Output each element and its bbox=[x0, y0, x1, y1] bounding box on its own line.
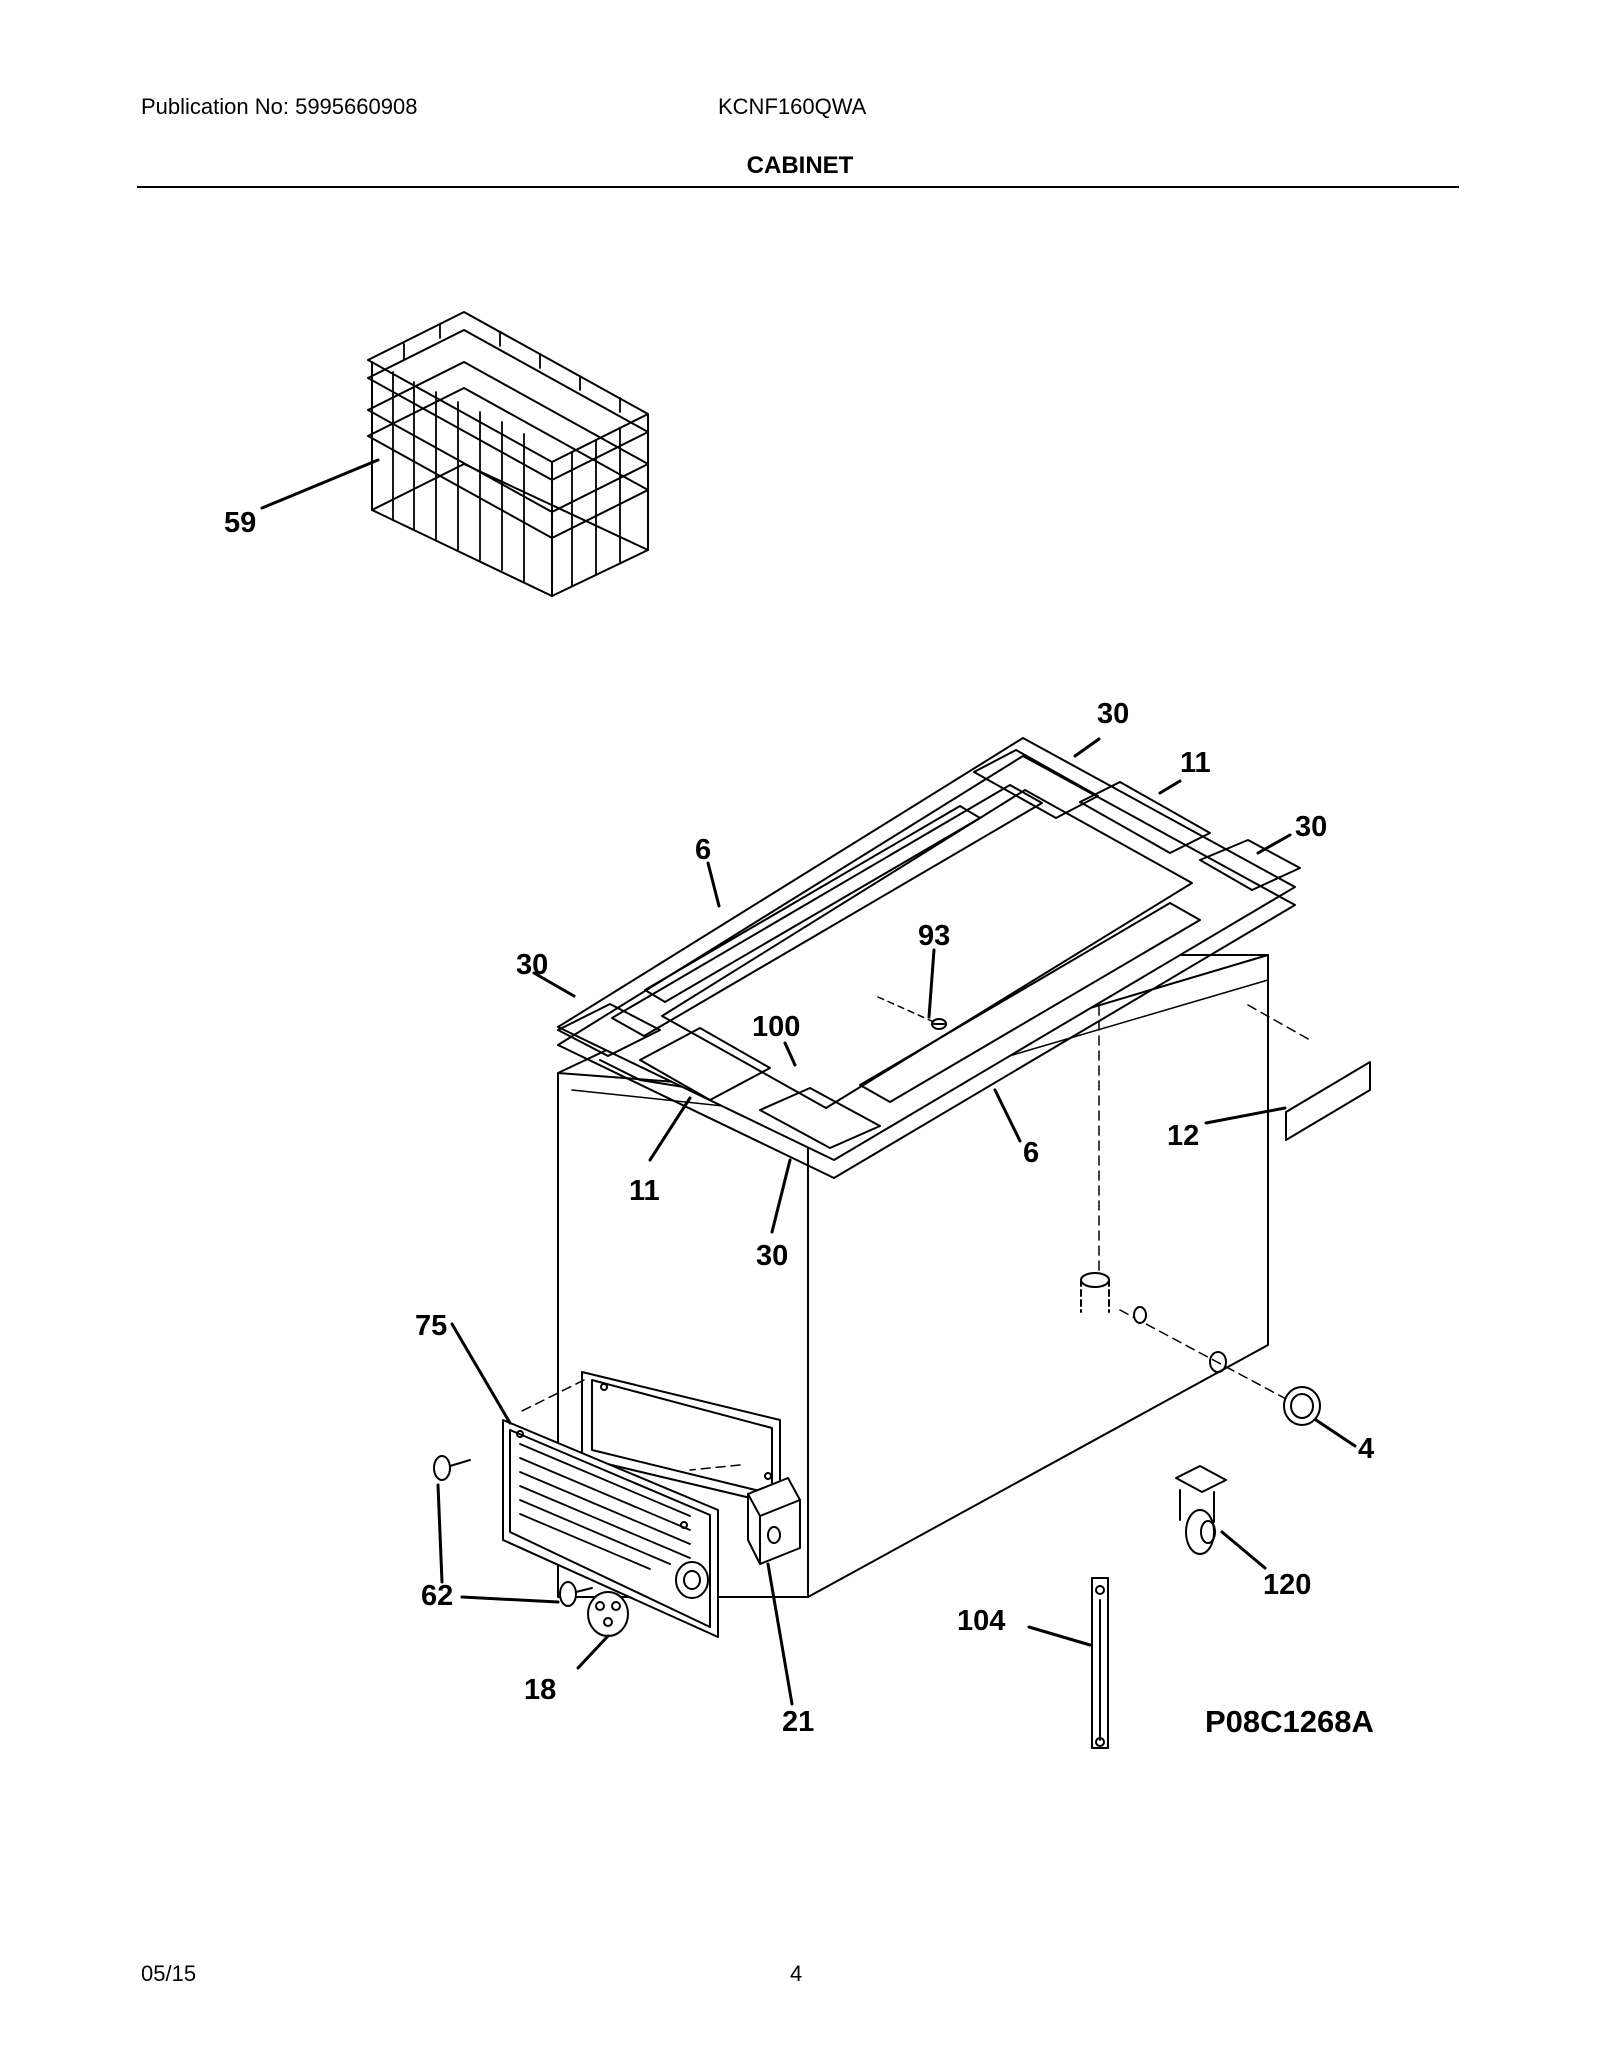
callout-11-right: 11 bbox=[1180, 747, 1211, 779]
grille bbox=[502, 1419, 719, 1638]
footer-date: 05/15 bbox=[141, 1961, 197, 1986]
callout-93: 93 bbox=[918, 920, 950, 952]
cabinet-body bbox=[557, 954, 1269, 1598]
screw-62-upper bbox=[433, 1455, 471, 1481]
callout-11-left: 11 bbox=[629, 1175, 660, 1207]
drain-fitting bbox=[1080, 1272, 1147, 1324]
callout-30-front: 30 bbox=[756, 1240, 788, 1272]
model-number: KCNF160QWA bbox=[718, 94, 867, 119]
footer-page-number: 4 bbox=[790, 1961, 803, 1986]
callout-59: 59 bbox=[224, 507, 256, 539]
callout-30-top: 30 bbox=[1097, 698, 1129, 730]
freezer-basket bbox=[367, 311, 649, 597]
thermometer bbox=[1091, 1577, 1109, 1749]
screw-93 bbox=[931, 1018, 947, 1030]
callout-4: 4 bbox=[1358, 1433, 1374, 1465]
callout-104: 104 bbox=[957, 1605, 1005, 1637]
callout-30-left: 30 bbox=[516, 949, 548, 981]
cabinet-label bbox=[1285, 1061, 1371, 1141]
section-title: CABINET bbox=[746, 152, 854, 179]
callout-30-right: 30 bbox=[1295, 811, 1327, 843]
callout-6-back: 6 bbox=[695, 834, 711, 866]
callout-18: 18 bbox=[524, 1674, 556, 1706]
caster bbox=[1175, 1465, 1227, 1555]
diagram-code: P08C1268A bbox=[1205, 1704, 1374, 1739]
callout-120: 120 bbox=[1263, 1569, 1311, 1601]
callout-62-lower: 62 bbox=[421, 1580, 453, 1612]
header-rule bbox=[137, 186, 1459, 188]
callout-6-front: 6 bbox=[1023, 1137, 1039, 1169]
callout-12: 12 bbox=[1167, 1120, 1199, 1152]
callout-100: 100 bbox=[752, 1011, 800, 1043]
drain-plug bbox=[1283, 1386, 1321, 1426]
callout-21: 21 bbox=[782, 1706, 814, 1738]
knob bbox=[587, 1591, 629, 1637]
lid-gasket-frame bbox=[557, 737, 1301, 1179]
publication-number: Publication No: 5995660908 bbox=[141, 94, 418, 119]
callout-leaders bbox=[260, 458, 1357, 1706]
callout-75: 75 bbox=[415, 1310, 447, 1342]
control-relay bbox=[747, 1477, 801, 1565]
screw-62-lower bbox=[559, 1581, 593, 1607]
